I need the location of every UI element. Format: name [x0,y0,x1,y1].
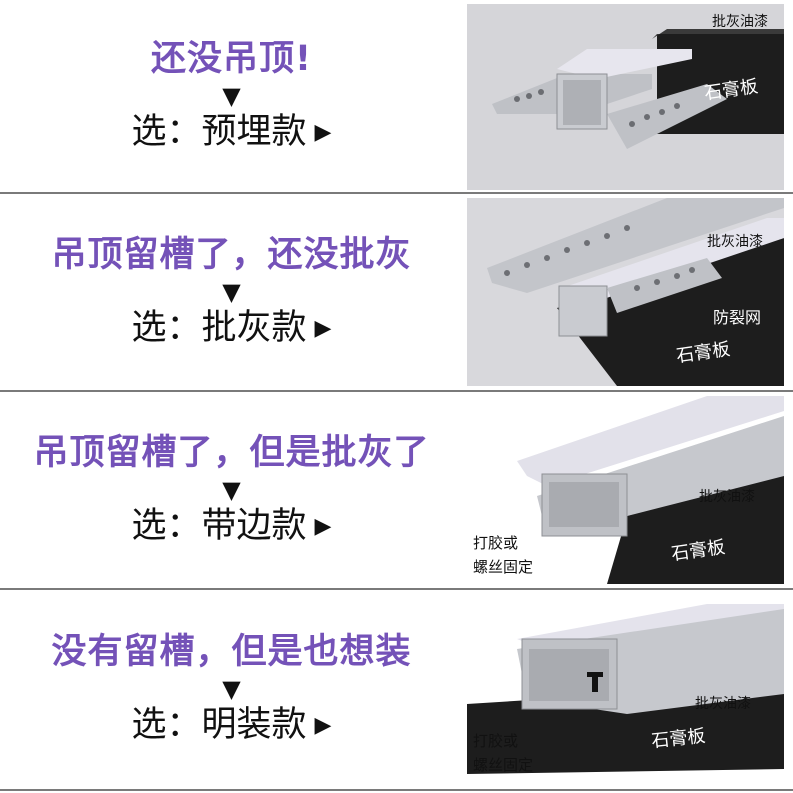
down-arrow-icon: ▼ [222,277,241,306]
panel-3: 吊顶留槽了，但是批灰了 ▼ 选：带边款 ▶ 批灰油漆 石膏板 打胶或 螺丝固定 [0,390,793,588]
choice-prefix: 选： [131,705,202,745]
panel-1: 还没吊顶! ▼ 选：预埋款 ▶ 批灰油漆 石膏板 [0,0,793,192]
paint-label: 批灰油漆 [707,234,763,250]
panel-4-choice: 选：明装款 ▶ [132,702,332,749]
choice-prefix: 选： [131,505,202,546]
right-arrow-icon: ▶ [314,713,332,738]
choice-name: 批灰款 [201,307,307,348]
fix-label-line-2: 螺丝固定 [473,756,533,774]
panel-1-headline: 还没吊顶! [151,38,312,79]
panel-2-headline: 吊顶留槽了，还没批灰 [51,234,412,275]
panel-1-text: 还没吊顶! ▼ 选：预埋款 ▶ [0,0,463,192]
choice-name: 带边款 [201,505,307,546]
panel-2: 吊顶留槽了，还没批灰 ▼ 选：批灰款 ▶ 批灰油漆 防裂网 石膏板 [0,192,793,390]
panel-4-headline: 没有留槽，但是也想装 [51,632,412,672]
panel-4-product-image: 批灰油漆 石膏板 打胶或 螺丝固定 [467,594,784,784]
panel-1-choice: 选：预埋款 ▶ [132,109,332,156]
choice-name: 预埋款 [201,111,307,152]
right-arrow-icon: ▶ [314,315,332,341]
right-arrow-icon: ▶ [314,119,332,145]
mesh-label: 防裂网 [713,308,761,327]
panel-2-product-image: 批灰油漆 防裂网 石膏板 [467,198,784,386]
panel-2-choice: 选：批灰款 ▶ [132,305,332,352]
panel-3-headline: 吊顶留槽了，但是批灰了 [33,432,430,473]
panel-3-text: 吊顶留槽了，但是批灰了 ▼ 选：带边款 ▶ [0,392,463,588]
choice-name: 明装款 [201,705,307,745]
panel-3-product-image: 批灰油漆 石膏板 打胶或 螺丝固定 [467,396,784,584]
choice-prefix: 选： [131,307,202,348]
right-arrow-icon: ▶ [314,513,332,539]
paint-label: 批灰油漆 [695,696,751,712]
down-arrow-icon: ▼ [222,675,241,703]
panel-4-text: 没有留槽，但是也想装 ▼ 选：明装款 ▶ [0,590,463,789]
fix-label-line-1: 打胶或 [473,732,518,750]
paint-label: 批灰油漆 [712,14,768,30]
down-arrow-icon: ▼ [222,81,241,110]
panel-1-product-image: 批灰油漆 石膏板 [467,4,784,190]
panel-2-text: 吊顶留槽了，还没批灰 ▼ 选：批灰款 ▶ [0,194,463,390]
panel-3-choice: 选：带边款 ▶ [132,503,332,550]
panel-4: 没有留槽，但是也想装 ▼ 选：明装款 ▶ 批灰油漆 石膏板 打胶或 螺丝固定 [0,588,793,791]
choice-prefix: 选： [131,111,202,152]
fix-label-line-2: 螺丝固定 [473,558,533,576]
paint-label: 批灰油漆 [699,489,755,505]
fix-label-line-1: 打胶或 [473,534,518,552]
down-arrow-icon: ▼ [222,475,241,504]
